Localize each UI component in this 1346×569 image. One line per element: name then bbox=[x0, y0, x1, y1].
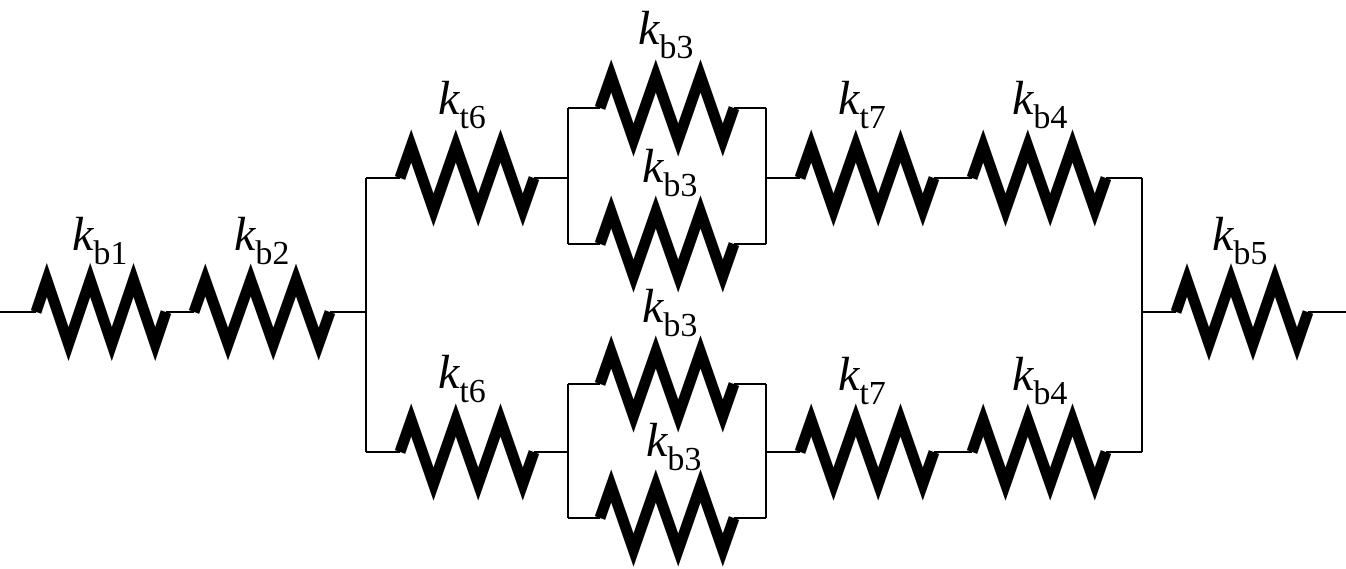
label-kb3-bot-a: kb3 bbox=[642, 280, 697, 344]
spring-kb4-top bbox=[966, 129, 1112, 227]
spring-kb3-top-a bbox=[594, 59, 740, 157]
spring-kt6-top bbox=[394, 129, 540, 227]
springs bbox=[30, 59, 1314, 567]
spring-kb3-bot-a bbox=[594, 335, 740, 433]
label-kb3-top-a: kb3 bbox=[638, 2, 693, 66]
label-kb2: kb2 bbox=[234, 208, 289, 272]
label-kb1: kb1 bbox=[72, 208, 127, 272]
spring-kb5 bbox=[1170, 263, 1314, 361]
spring-kb4-bot bbox=[966, 403, 1112, 501]
label-kb3-bot-b: kb3 bbox=[646, 414, 701, 478]
wires bbox=[0, 107, 1346, 519]
label-kb4-bot: kb4 bbox=[1012, 348, 1067, 412]
spring-kb3-bot-b bbox=[594, 469, 740, 567]
label-kt6-bot: kt6 bbox=[438, 346, 486, 410]
label-kt7-top: kt7 bbox=[838, 72, 886, 136]
spring-kt7-top bbox=[794, 129, 940, 227]
spring-kb3-top-b bbox=[594, 195, 740, 293]
spring-kb2 bbox=[188, 263, 336, 361]
spring-kt7-bot bbox=[794, 403, 940, 501]
label-kb5: kb5 bbox=[1212, 208, 1267, 272]
spring-kt6-bot bbox=[394, 403, 540, 501]
label-kb4-top: kb4 bbox=[1012, 72, 1067, 136]
labels: kb1 kb2 kt6 kb3 kb3 kt7 kb4 kt6 kb3 kb3 bbox=[72, 2, 1267, 478]
spring-kb1 bbox=[30, 262, 172, 362]
label-kt6-top: kt6 bbox=[438, 72, 486, 136]
label-kb3-top-b: kb3 bbox=[642, 140, 697, 204]
label-kt7-bot: kt7 bbox=[838, 348, 886, 412]
